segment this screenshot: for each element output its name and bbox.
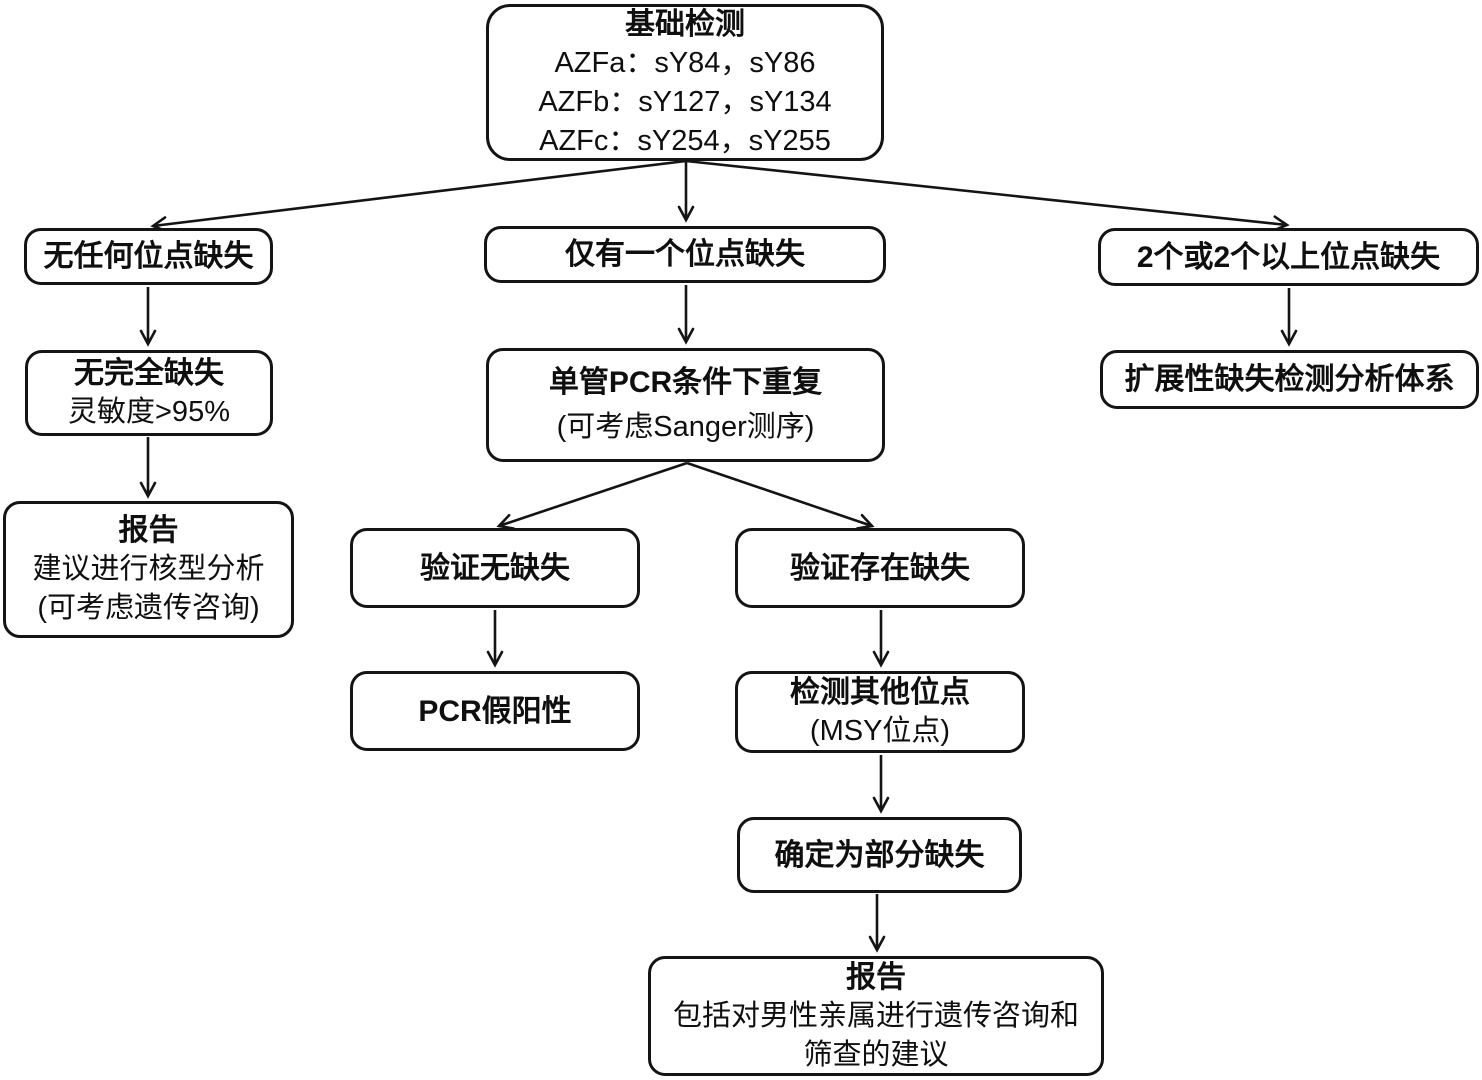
node-verified-no-deletion-title: 验证无缺失 xyxy=(420,551,570,585)
node-basic-test-line-1: AZFa：sY84，sY86 xyxy=(554,46,816,79)
node-no-site-deletion-title: 无任何位点缺失 xyxy=(43,240,254,273)
node-basic-test-line-2: AZFb：sY127，sY134 xyxy=(538,85,832,118)
edge-pcr-to-verifyexist xyxy=(686,461,875,530)
node-single-site-deletion: 仅有一个位点缺失 xyxy=(484,226,886,283)
node-verified-deletion: 验证存在缺失 xyxy=(735,528,1025,608)
node-no-complete-deletion-line-1: 灵敏度>95% xyxy=(68,396,230,428)
node-pcr-false-positive: PCR假阳性 xyxy=(350,671,640,751)
node-multi-site-deletion: 2个或2个以上位点缺失 xyxy=(1098,228,1479,286)
node-confirmed-partial-deletion: 确定为部分缺失 xyxy=(737,817,1022,893)
node-report-counseling: 报告 包括对男性亲属进行遗传咨询和 筛查的建议 xyxy=(648,956,1104,1076)
node-report-counseling-title: 报告 xyxy=(846,960,906,994)
node-extended-analysis: 扩展性缺失检测分析体系 xyxy=(1100,350,1479,409)
node-report-counseling-line-1: 包括对男性亲属进行遗传咨询和 xyxy=(672,999,1079,1032)
node-basic-test-line-3: AZFc：sY254，sY255 xyxy=(539,124,831,157)
edge-basic-to-multi xyxy=(685,159,1290,232)
node-single-tube-pcr-repeat-title: 单管PCR条件下重复 xyxy=(548,366,823,399)
node-test-other-sites-line-1: (MSY位点) xyxy=(809,715,951,747)
node-basic-test: 基础检测 AZFa：sY84，sY86 AZFb：sY127，sY134 AZF… xyxy=(486,4,884,161)
node-report-karyotype-line-2: (可考虑遗传咨询) xyxy=(37,592,260,624)
node-single-tube-pcr-repeat: 单管PCR条件下重复 (可考虑Sanger测序) xyxy=(486,348,885,462)
node-test-other-sites-title: 检测其他位点 xyxy=(790,676,970,709)
node-pcr-false-positive-title: PCR假阳性 xyxy=(418,694,572,728)
node-single-tube-pcr-repeat-line-1: (可考虑Sanger测序) xyxy=(556,411,815,443)
node-no-complete-deletion-title: 无完全缺失 xyxy=(74,357,224,390)
node-no-complete-deletion: 无完全缺失 灵敏度>95% xyxy=(25,350,273,436)
node-extended-analysis-title: 扩展性缺失检测分析体系 xyxy=(1124,363,1455,396)
node-report-karyotype-title: 报告 xyxy=(118,514,179,547)
node-no-site-deletion: 无任何位点缺失 xyxy=(24,228,273,285)
node-multi-site-deletion-title: 2个或2个以上位点缺失 xyxy=(1136,240,1441,274)
node-verified-no-deletion: 验证无缺失 xyxy=(350,528,640,608)
node-test-other-sites: 检测其他位点 (MSY位点) xyxy=(735,671,1025,753)
edge-basic-to-none xyxy=(150,159,687,233)
node-basic-test-title: 基础检测 xyxy=(625,7,745,41)
node-report-karyotype: 报告 建议进行核型分析 (可考虑遗传咨询) xyxy=(3,501,294,638)
edge-pcr-to-verifynone xyxy=(496,461,688,530)
node-single-site-deletion-title: 仅有一个位点缺失 xyxy=(565,238,805,271)
node-verified-deletion-title: 验证存在缺失 xyxy=(790,551,970,585)
node-report-karyotype-line-1: 建议进行核型分析 xyxy=(32,553,265,585)
node-report-counseling-line-2: 筛查的建议 xyxy=(803,1038,949,1071)
node-confirmed-partial-deletion-title: 确定为部分缺失 xyxy=(774,838,985,872)
